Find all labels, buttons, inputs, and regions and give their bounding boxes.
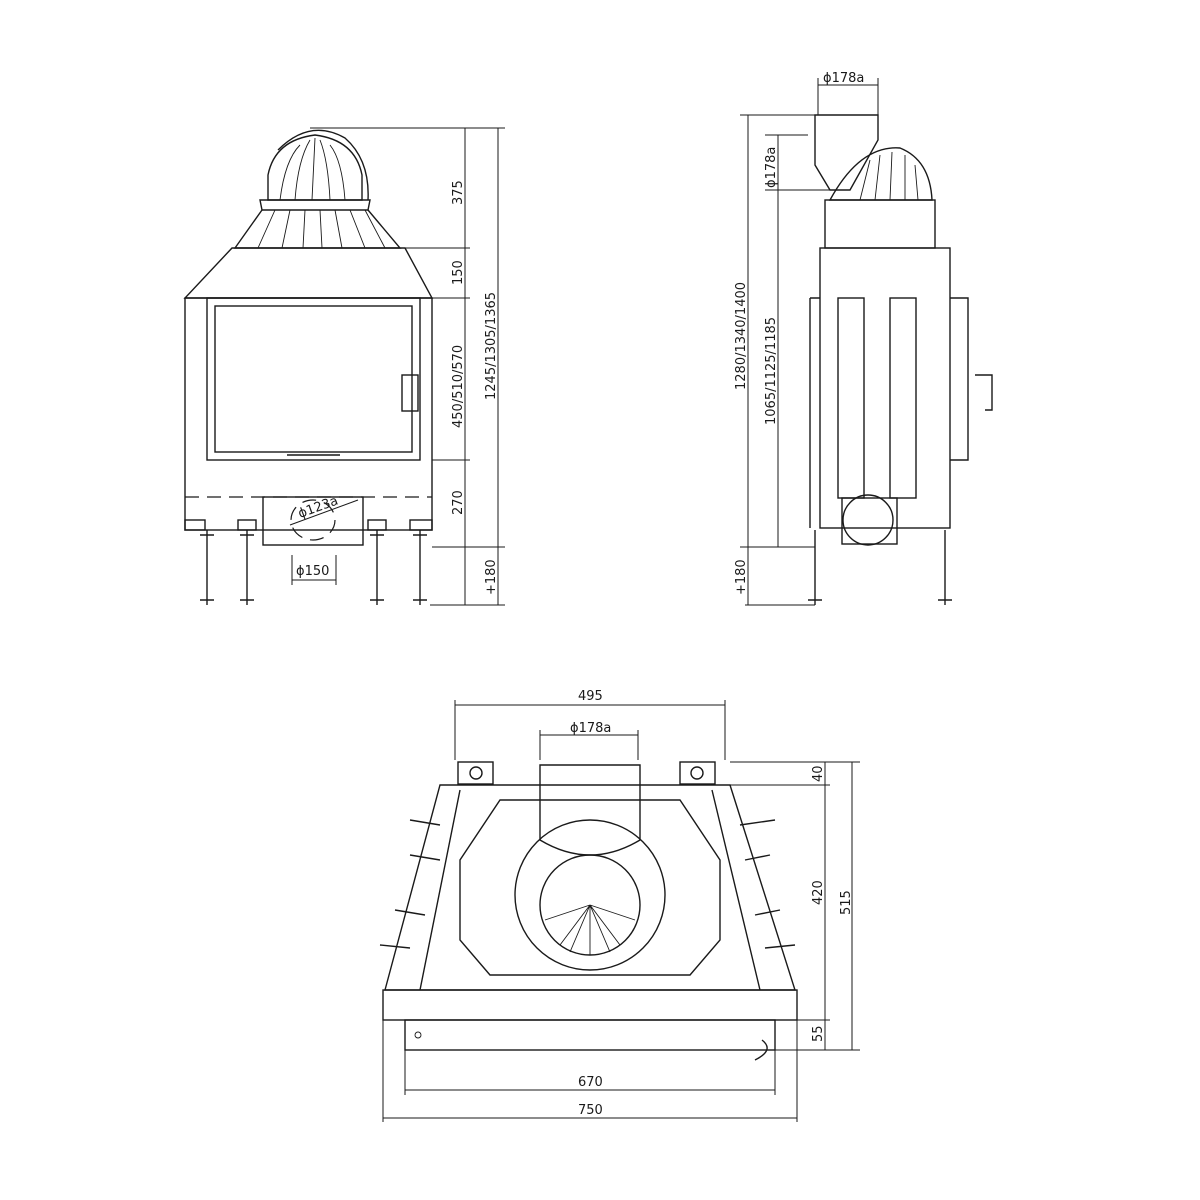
side-body	[819, 247, 951, 529]
dome-outline	[277, 129, 369, 201]
top-view: 495 ϕ178a 670 750 40 420 515 55	[379, 689, 860, 1122]
dome-grille	[267, 134, 363, 201]
dim-420: 420	[811, 880, 826, 905]
dim-flue-side: ϕ178a	[764, 147, 779, 188]
firebox-octagon	[459, 799, 721, 976]
dim-door: 450/510/570	[451, 345, 466, 428]
dim-top-flue: ϕ178a	[570, 721, 611, 736]
front-view: ϕ123a ϕ150 375 150 450/510/570 270 +180 …	[183, 127, 505, 606]
dim-flue-top: ϕ178a	[823, 71, 864, 86]
legs	[200, 530, 427, 605]
door-glass	[214, 305, 413, 453]
base-plate	[404, 1019, 776, 1051]
dim-40: 40	[811, 765, 826, 782]
dim-width-top: 495	[578, 689, 603, 704]
hood	[183, 247, 434, 299]
dim-legs: +180	[484, 559, 499, 595]
dim-base: 270	[451, 490, 466, 515]
side-view: ϕ178a ϕ178a 1280/1340/1400 1065/1125/118…	[734, 71, 993, 606]
flue-elbow	[814, 114, 879, 191]
door-handle	[401, 374, 419, 412]
dim-670: 670	[578, 1075, 603, 1090]
body	[184, 297, 433, 531]
dim-outlet-diam: ϕ123a	[296, 494, 340, 522]
door-frame	[206, 297, 421, 461]
dim-total: 1245/1305/1365	[484, 292, 499, 400]
frame	[384, 784, 796, 991]
dim-750: 750	[578, 1103, 603, 1118]
dim-515: 515	[839, 890, 854, 915]
dim-side-body: 1065/1125/1185	[764, 317, 779, 425]
dim-spigot-diam: ϕ150	[296, 564, 329, 579]
dim-side-legs: +180	[734, 559, 749, 595]
dim-side-total: 1280/1340/1400	[734, 282, 749, 390]
outlet-box	[262, 496, 364, 546]
dim-55: 55	[811, 1025, 826, 1042]
dim-top: 375	[451, 180, 466, 205]
dim-upper: 150	[451, 260, 466, 285]
flue-collar	[539, 764, 641, 856]
